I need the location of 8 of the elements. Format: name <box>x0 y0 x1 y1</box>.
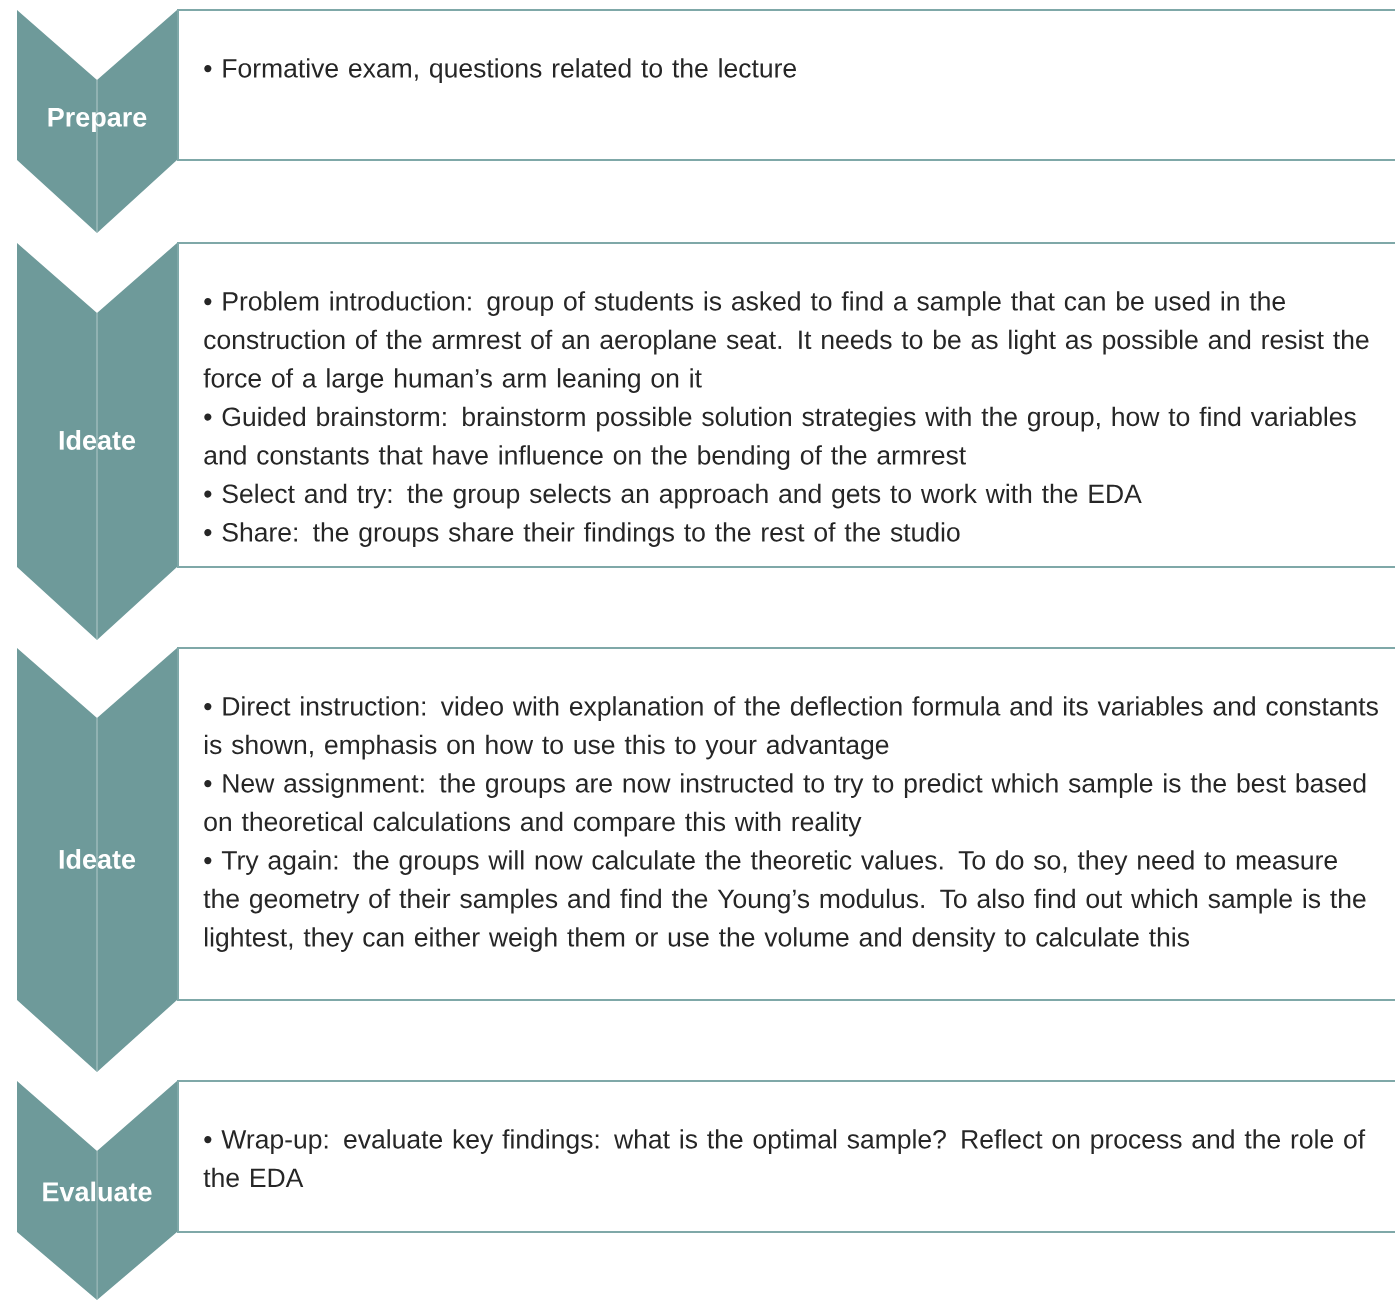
chevron-step: Prepare <box>17 10 177 234</box>
chevron-step: Ideate <box>17 243 177 641</box>
text-box: • Problem introduction: group of students is asked to find a sample that can be used in the construction of the armrest of an aeroplane seat. It needs to be as light as possible and resist the force of a large human’s arm leaning on it • Guided brainstorm: brainstorm possible solution strategies with the group, how to find variables and constants that have influence on the bending of the armrest • Select and try: the group selects an approach and gets to work with the EDA • Share: the groups share their findings to the rest of the studio <box>177 242 1395 568</box>
text-box: • Direct instruction: video with explanation of the deflection formula and its variables and constants is shown, emphasis on how to use this to your advantage • New assignment: the groups are now instructed to try to predict which sample is the best based on theoretical calculations and compare this with reality • Try again: the groups will now calculate the theoretic values. To do so, they need to measure the geometry of their samples and find the Young’s modulus. To also find out which sample is the lightest, they can either weigh them or use the volume and density to calculate this <box>177 647 1395 1001</box>
chevron-step: Evaluate <box>17 1081 177 1300</box>
text-box: • Wrap-up: evaluate key findings: what is the optimal sample? Reflect on process and the role of the EDA <box>177 1080 1395 1233</box>
chevron-step: Ideate <box>17 648 177 1073</box>
text-box: • Formative exam, questions related to the lecture <box>177 9 1395 161</box>
